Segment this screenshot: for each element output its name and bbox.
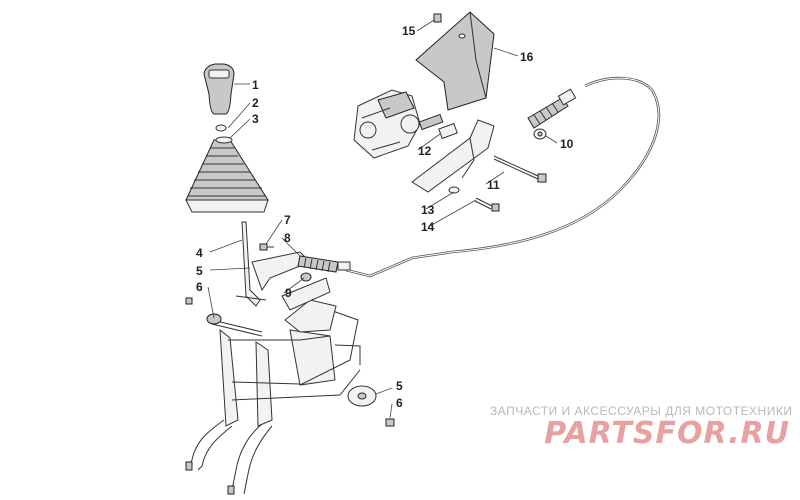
washer-part-5-lower [347,385,377,407]
callout-5-lower: 5 [396,379,403,393]
shift-knob [203,63,235,115]
cable-end-upper [527,88,577,129]
mounting-plate-16 [415,11,495,111]
callout-11: 11 [487,178,500,192]
callout-10: 10 [560,137,574,151]
lever-bracket [251,251,331,311]
nut-part-9 [300,272,312,282]
callout-13: 13 [421,203,435,217]
callout-14: 14 [421,220,435,234]
bolt-part-11 [493,155,547,183]
callout-4: 4 [196,246,203,260]
callout-16: 16 [520,50,534,64]
watermark-tagline: ЗАПЧАСТИ И АКСЕССУАРЫ ДЛЯ МОТОТЕХНИКИ [490,404,793,418]
knob-nut [215,124,227,132]
callout-6-upper: 6 [196,280,203,294]
callout-3: 3 [252,112,259,126]
shift-bracket [411,119,495,193]
shift-lever [235,221,267,307]
callout-9: 9 [285,286,292,300]
callout-15: 15 [402,24,416,38]
callout-5-upper: 5 [196,264,203,278]
transmission-housing [353,89,444,159]
bolt-part-14 [474,197,500,212]
bolt-part-7 [259,243,274,251]
nut-part-10 [533,128,547,140]
bolt-part-6-upper [185,297,193,305]
leader-lines [207,19,558,419]
callout-7: 7 [284,213,291,227]
callout-1: 1 [252,78,259,92]
washer-part-13 [448,186,460,194]
pivot-shaft [206,313,263,337]
spacer-part-12 [438,122,458,140]
cable-end-lower [297,255,351,273]
bolt-part-6-lower [385,418,395,427]
callout-8: 8 [284,231,291,245]
screw-part-15 [433,13,442,23]
callout-12: 12 [418,144,432,158]
callout-2: 2 [252,96,259,110]
frame-support [185,299,361,495]
rubber-boot [185,136,269,213]
callout-6-lower: 6 [396,396,403,410]
shift-cable [345,76,661,278]
watermark-logo: PARTSFOR.RU [544,416,790,451]
callout-numbers: 1 2 3 4 5 6 7 8 9 10 11 12 13 14 15 16 5… [196,24,574,410]
